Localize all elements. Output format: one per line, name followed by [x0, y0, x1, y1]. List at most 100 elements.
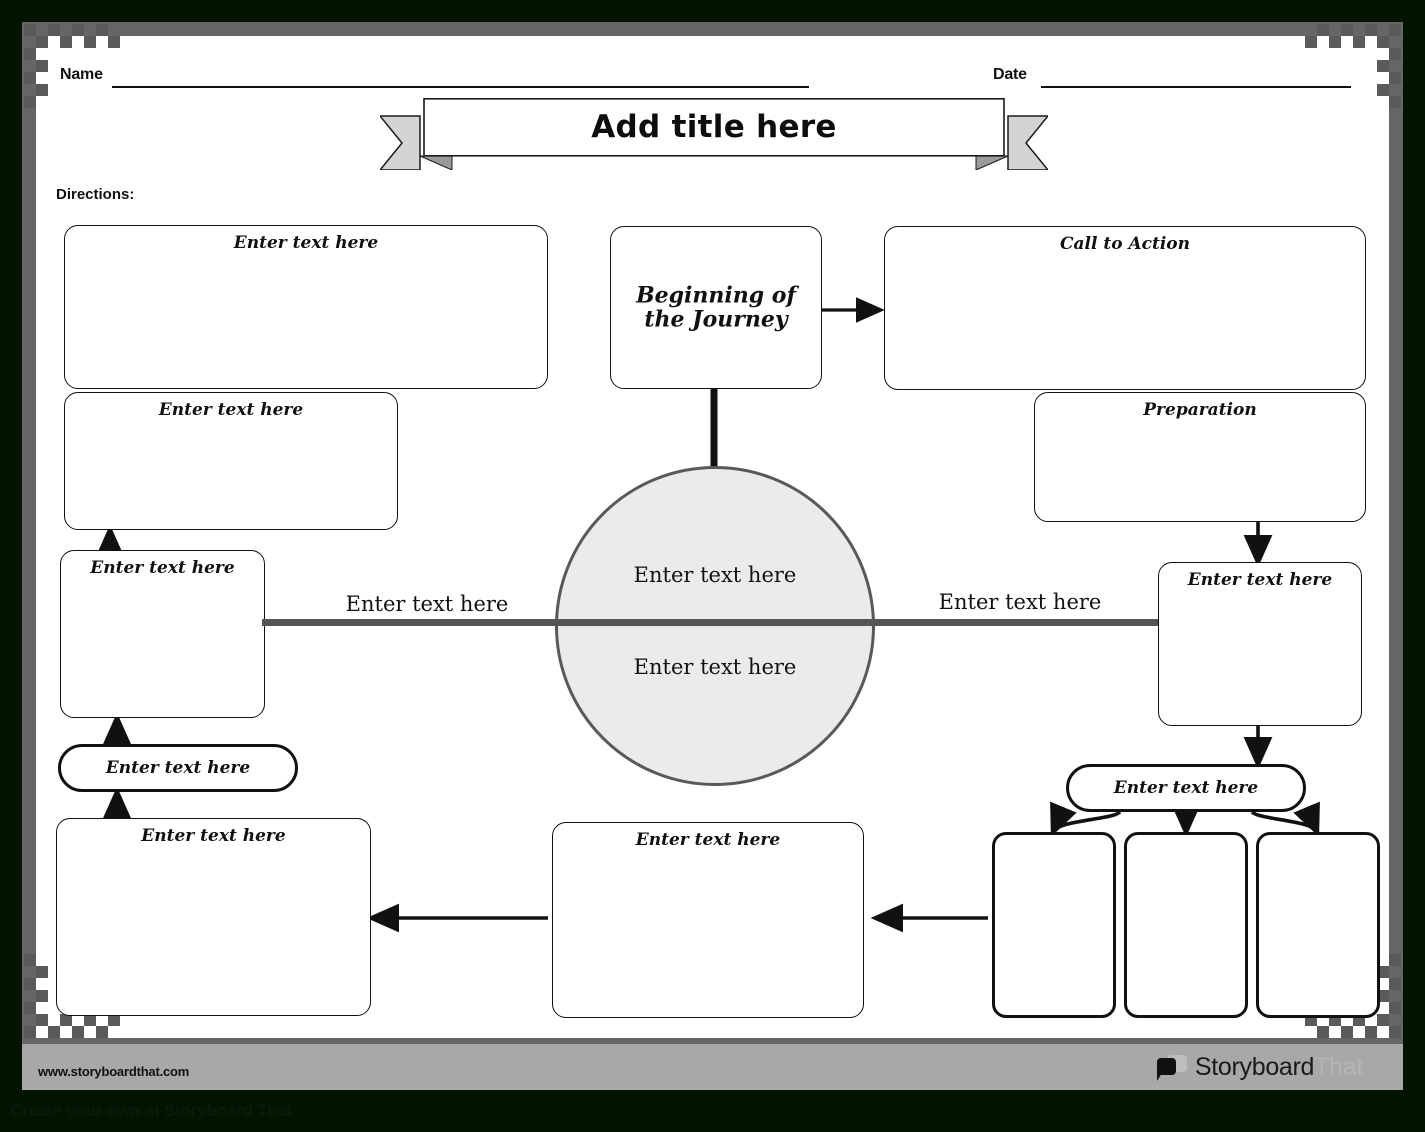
left-second-box[interactable]: Enter text here [64, 392, 398, 530]
checker-square [48, 24, 60, 36]
checker-square [1317, 24, 1329, 36]
checker-square [1377, 990, 1389, 1002]
checker-square [1389, 1002, 1401, 1014]
checker-square [108, 1014, 120, 1026]
directions-label: Directions: [56, 186, 135, 203]
right-pill-box-label: Enter text here [1113, 778, 1259, 798]
right-pill-box[interactable]: Enter text here [1066, 764, 1306, 812]
title-ribbon[interactable]: Add title here [380, 98, 1048, 170]
left-third-box[interactable]: Enter text here [60, 550, 265, 718]
left-pill-box[interactable]: Enter text here [58, 744, 298, 792]
checker-square [36, 966, 48, 978]
checker-square [36, 990, 48, 1002]
checker-square [1389, 96, 1401, 108]
speech-bubble-icon [1156, 1054, 1187, 1081]
checker-square [36, 36, 48, 48]
checker-square [1389, 24, 1401, 36]
checker-square [1389, 72, 1401, 84]
checker-square [1317, 1026, 1329, 1038]
checker-square [72, 24, 84, 36]
checker-square [1341, 1026, 1353, 1038]
storyboardthat-logo: StoryboardThat [1156, 1053, 1363, 1082]
checker-square [1341, 24, 1353, 36]
checker-square [1377, 1014, 1389, 1026]
footer-url[interactable]: www.storyboardthat.com [38, 1064, 190, 1079]
left-pill-box-label: Enter text here [105, 758, 251, 778]
checker-square [24, 1002, 36, 1014]
checker-square [1377, 36, 1389, 48]
call-to-action-box[interactable]: Call to Action [884, 226, 1366, 390]
center-bottom-box-label: Enter text here [635, 830, 781, 850]
center-bottom-box[interactable]: Enter text here [552, 822, 864, 1018]
left-top-box-label: Enter text here [233, 233, 379, 253]
checker-square [36, 60, 48, 72]
name-input-line[interactable] [112, 86, 809, 88]
journey-line-2: the Journey [644, 306, 788, 333]
checker-square [1389, 954, 1401, 966]
call-to-action-label: Call to Action [1059, 234, 1191, 254]
spine-left-label: Enter text here [345, 592, 509, 616]
circle-bottom-text: Enter text here [633, 655, 797, 679]
left-third-box-label: Enter text here [90, 558, 235, 578]
name-label: Name [60, 66, 103, 83]
checker-square [24, 1026, 36, 1038]
beginning-of-journey-label: Beginning of the Journey [611, 283, 821, 332]
central-circle[interactable]: Enter text here Enter text here [555, 466, 875, 786]
logo-text: StoryboardThat [1195, 1053, 1363, 1082]
left-bottom-box[interactable]: Enter text here [56, 818, 371, 1016]
logo-primary: Storyboard [1194, 1053, 1315, 1081]
checker-square [24, 24, 36, 36]
checker-square [72, 1026, 84, 1038]
checker-square [24, 954, 36, 966]
footer-divider [22, 1038, 1403, 1045]
date-input-line[interactable] [1041, 86, 1351, 88]
preparation-box[interactable]: Preparation [1034, 392, 1366, 522]
checker-square [1365, 1026, 1377, 1038]
right-column-box-3[interactable] [1256, 832, 1380, 1018]
checker-square [84, 36, 96, 48]
right-column-box-1[interactable] [992, 832, 1116, 1018]
date-label: Date [993, 66, 1027, 83]
timeline-spine [262, 619, 1158, 626]
beginning-of-journey-box[interactable]: Beginning of the Journey [610, 226, 822, 389]
right-middle-box-label: Enter text here [1187, 570, 1333, 590]
checker-square [1353, 36, 1365, 48]
checker-square [36, 84, 48, 96]
checker-square [1389, 1026, 1401, 1038]
checker-square [1377, 966, 1389, 978]
checker-square [48, 1026, 60, 1038]
checker-square [108, 36, 120, 48]
right-column-box-2[interactable] [1124, 832, 1248, 1018]
checker-square [1329, 36, 1341, 48]
circle-top-text: Enter text here [633, 563, 797, 587]
checker-square [96, 1026, 108, 1038]
spine-right-label: Enter text here [938, 590, 1102, 614]
checker-square [84, 1014, 96, 1026]
footer-tagline: Create your own at Storyboard That [10, 1101, 293, 1120]
logo-secondary: That [1314, 1053, 1363, 1081]
left-bottom-box-label: Enter text here [141, 826, 286, 846]
checker-square [60, 1014, 72, 1026]
left-top-box[interactable]: Enter text here [64, 225, 548, 389]
checker-square [24, 72, 36, 84]
checker-square [1365, 24, 1377, 36]
checker-square [1389, 978, 1401, 990]
checker-square [96, 24, 108, 36]
checker-square [1389, 48, 1401, 60]
checker-square [24, 96, 36, 108]
right-middle-box[interactable]: Enter text here [1158, 562, 1362, 726]
checker-square [60, 36, 72, 48]
checker-square [24, 978, 36, 990]
checker-square [1305, 36, 1317, 48]
checker-square [36, 1014, 48, 1026]
checker-square [1377, 60, 1389, 72]
checker-square [1377, 84, 1389, 96]
preparation-label: Preparation [1143, 400, 1257, 420]
left-second-box-label: Enter text here [158, 400, 304, 420]
checker-square [24, 48, 36, 60]
title-text: Add title here [591, 109, 837, 145]
